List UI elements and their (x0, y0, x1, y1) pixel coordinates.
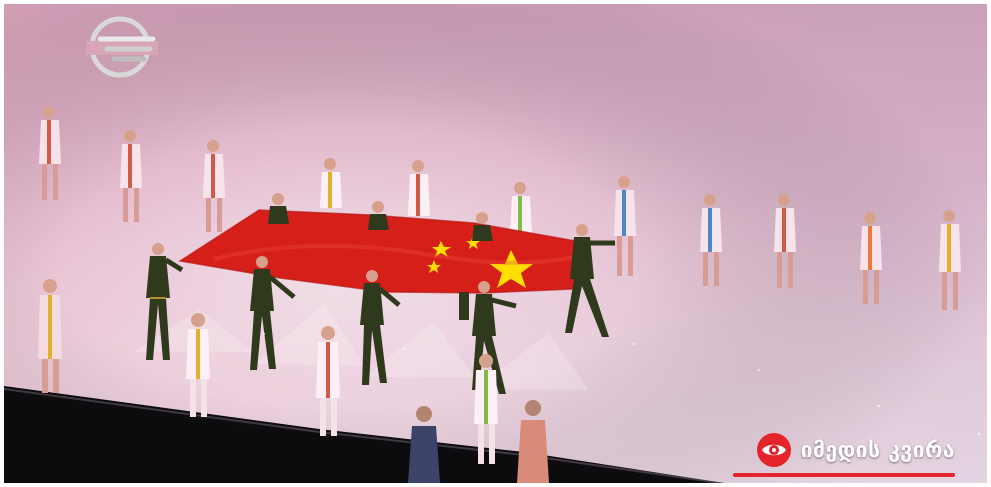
ceremony-scene (4, 4, 987, 483)
spectators (408, 400, 549, 483)
performers-front-row (38, 279, 498, 464)
program-title-underline (733, 473, 955, 477)
honor-guards (146, 193, 615, 394)
performers-back-row (39, 106, 961, 310)
channel-logo-icon (86, 16, 158, 78)
eye-logo-icon (756, 433, 791, 467)
program-watermark: იმედის კვირა (755, 431, 955, 469)
video-frame: იმედის კვირა (4, 4, 987, 483)
floor-sparkles (262, 332, 981, 436)
program-title: იმედის კვირა (800, 438, 955, 462)
